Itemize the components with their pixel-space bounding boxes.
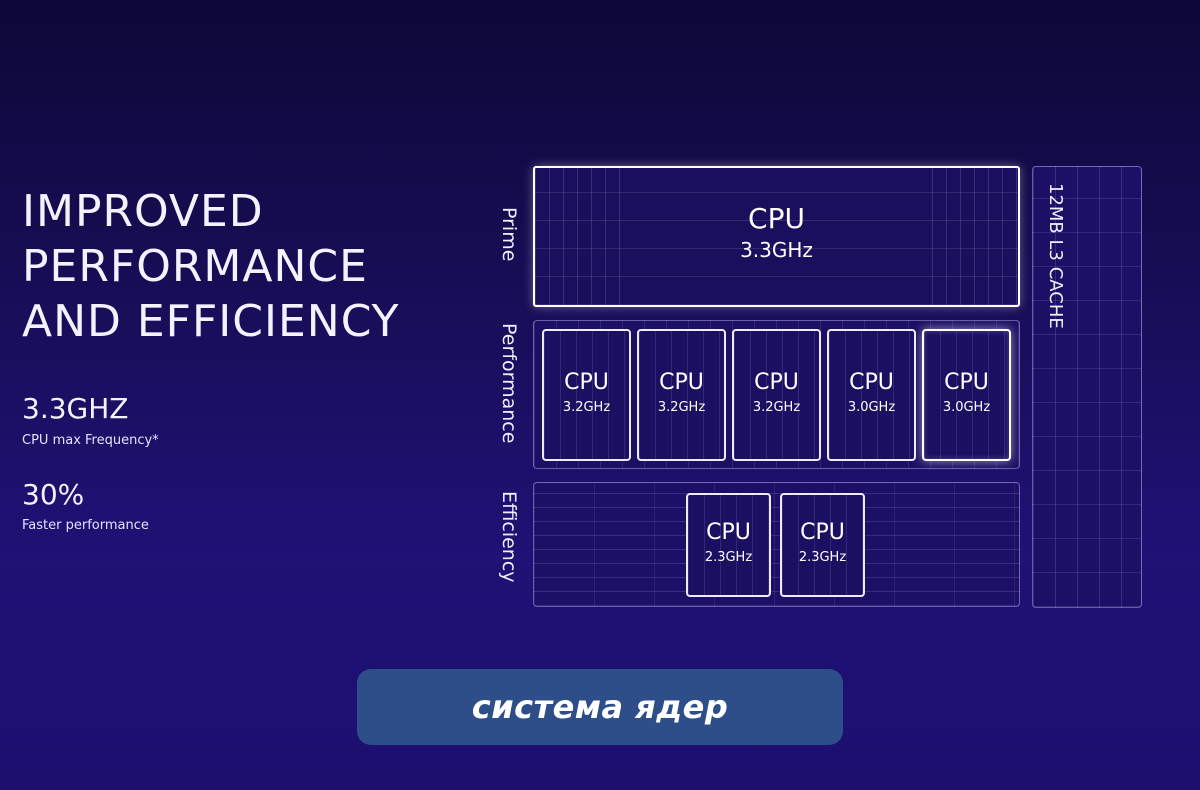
efficiency-cluster-label: Efficiency <box>498 491 520 583</box>
prime-core-name: CPU <box>748 202 805 235</box>
prime-core-frequency: 3.3GHz <box>740 238 813 262</box>
efficiency-core-2: CPU 2.3GHz <box>780 493 865 597</box>
core-frequency: 3.0GHz <box>847 400 896 415</box>
performance-core-4: CPU 3.0GHz <box>827 329 916 461</box>
efficiency-core-1: CPU 2.3GHz <box>686 493 771 597</box>
core-frequency: 3.2GHz <box>657 400 706 415</box>
core-frequency: 2.3GHz <box>798 550 847 565</box>
core-name: CPU <box>564 370 609 395</box>
headline: IMPROVED PERFORMANCE AND EFFICIENCY <box>22 184 400 349</box>
stat-performance-value: 30% <box>22 478 85 511</box>
prime-core: CPU 3.3GHz <box>533 203 1020 263</box>
core-name: CPU <box>754 370 799 395</box>
core-frequency: 2.3GHz <box>704 550 753 565</box>
performance-core-2: CPU 3.2GHz <box>637 329 726 461</box>
efficiency-cluster <box>533 482 1020 607</box>
performance-cluster-label: Performance <box>498 323 520 444</box>
headline-line-2: PERFORMANCE <box>22 241 368 292</box>
stat-performance-label: Faster performance <box>22 518 149 533</box>
core-name: CPU <box>659 370 704 395</box>
caption-text: система ядер <box>471 688 729 726</box>
headline-line-3: AND EFFICIENCY <box>22 296 400 347</box>
stat-frequency-value: 3.3GHZ <box>22 392 129 425</box>
core-name: CPU <box>706 520 751 545</box>
core-name: CPU <box>849 370 894 395</box>
headline-line-1: IMPROVED <box>22 186 264 237</box>
core-frequency: 3.2GHz <box>752 400 801 415</box>
performance-core-3: CPU 3.2GHz <box>732 329 821 461</box>
stat-frequency-label: CPU max Frequency* <box>22 433 159 448</box>
core-name: CPU <box>800 520 845 545</box>
performance-core-5: CPU 3.0GHz <box>922 329 1011 461</box>
core-frequency: 3.0GHz <box>942 400 991 415</box>
prime-cluster-label: Prime <box>498 207 520 262</box>
core-name: CPU <box>944 370 989 395</box>
prime-cluster <box>533 166 1020 307</box>
caption-badge: система ядер <box>357 669 843 745</box>
l3-cache-block <box>1032 166 1142 608</box>
core-frequency: 3.2GHz <box>562 400 611 415</box>
l3-cache-label: 12MB L3 CACHE <box>1045 183 1066 329</box>
performance-core-1: CPU 3.2GHz <box>542 329 631 461</box>
